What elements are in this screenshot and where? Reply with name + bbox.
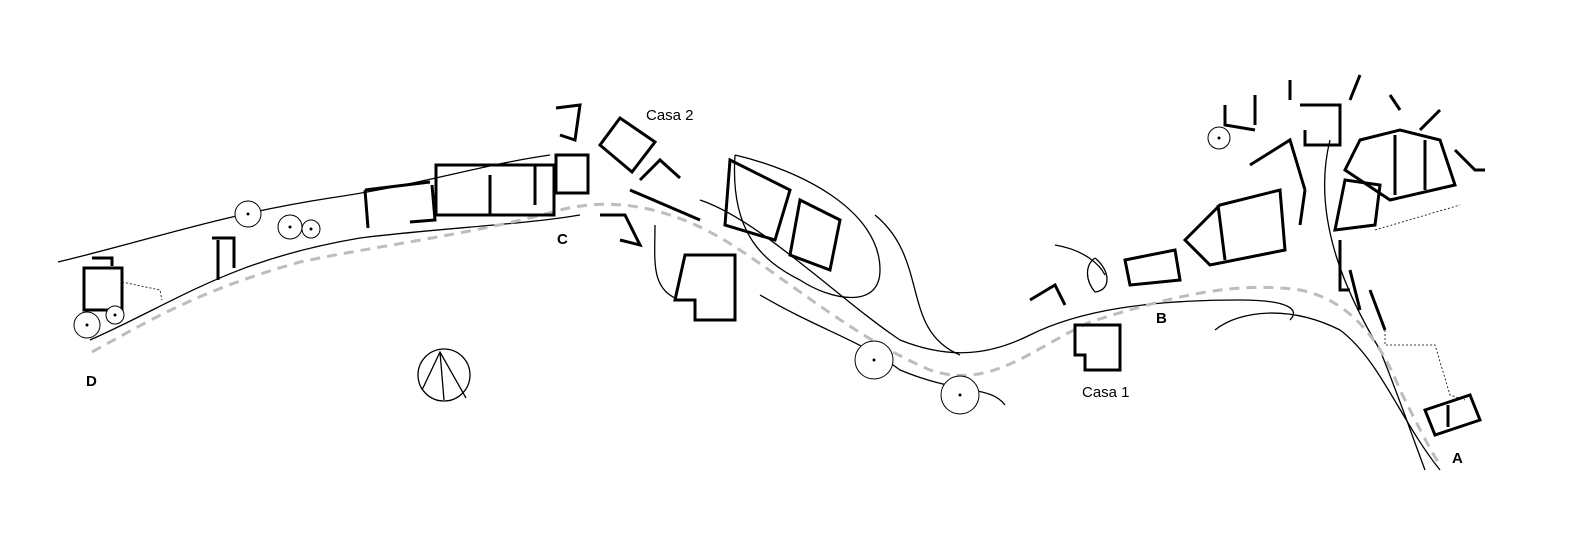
north-arrow-icon — [417, 348, 471, 402]
route-path — [91, 202, 1442, 466]
point-d: D — [86, 373, 97, 390]
trees — [73, 126, 1231, 415]
small-curve-b — [1054, 244, 1108, 293]
point-c: C — [557, 231, 568, 248]
label-casa-1: Casa 1 — [1082, 384, 1130, 401]
road-edge-curve — [874, 214, 961, 356]
road-edge-middle-north — [699, 199, 1295, 354]
road-edge-middle-south — [654, 224, 1006, 406]
buildings — [82, 74, 1485, 437]
lobe-outline — [733, 154, 881, 299]
point-a: A — [1452, 450, 1463, 467]
road-edge-north — [57, 154, 551, 263]
point-b: B — [1156, 310, 1167, 327]
road-edge-east-south — [1214, 312, 1441, 471]
road-edge-south — [89, 214, 581, 341]
label-casa-2: Casa 2 — [646, 107, 694, 124]
